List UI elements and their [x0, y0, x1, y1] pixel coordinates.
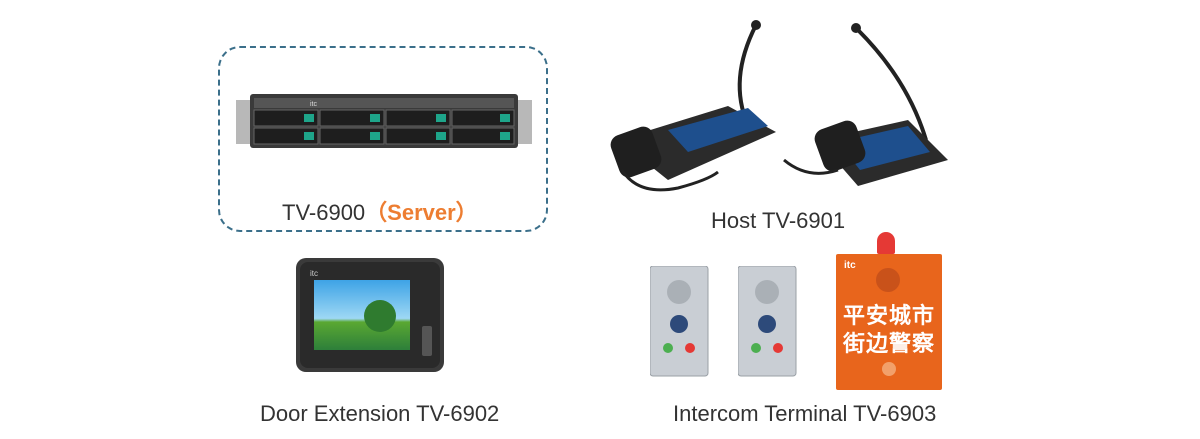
host-caption: Host TV-6901: [711, 208, 846, 233]
sign-panel: itc 平安城市 街边警察: [836, 254, 942, 390]
sign-logo: itc: [844, 260, 856, 271]
terminal-panel-2-image: [738, 266, 797, 377]
speaker-icon: [876, 268, 900, 292]
server-image: itc: [236, 94, 532, 148]
server-role: （Server）: [365, 200, 478, 225]
server-logo: itc: [310, 101, 318, 108]
alarm-light-icon: [877, 232, 895, 254]
sign-line-2: 街边警察: [842, 331, 935, 356]
server-model: TV-6900: [282, 200, 366, 225]
door-logo: itc: [310, 269, 318, 278]
terminal-caption: Intercom Terminal TV-6903: [673, 401, 937, 426]
sign-line-1: 平安城市: [842, 303, 935, 328]
door-caption: Door Extension TV-6902: [260, 401, 500, 426]
terminal-panel-1-image: [650, 266, 709, 377]
server-frame: [218, 46, 548, 232]
host-image: [610, 20, 948, 192]
door-extension-image: itc: [296, 258, 444, 372]
call-button-icon: [882, 362, 896, 376]
server-caption: TV-6900（Server）: [282, 195, 478, 227]
